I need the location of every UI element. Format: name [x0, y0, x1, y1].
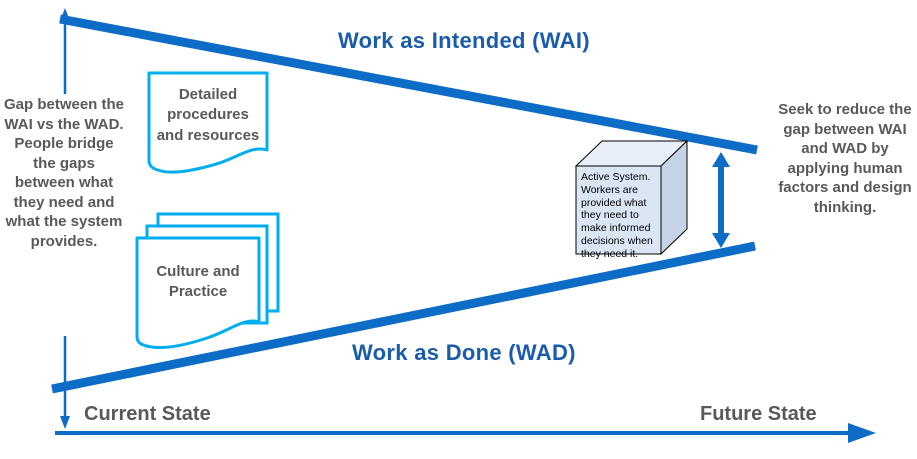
- wai-title: Work as Intended (WAI): [338, 28, 590, 53]
- document-icon-detailed-procedures: [147, 71, 269, 174]
- culture-practice-label: Culture and Practice: [156, 263, 240, 301]
- current-state-label: Current State: [84, 403, 211, 425]
- active-system-cube-icon: [574, 139, 689, 256]
- future-state-label: Future State: [700, 403, 817, 425]
- left-gap-note: Gap between the WAI vs the WAD. People b…: [3, 96, 125, 250]
- wad-title: Work as Done (WAD): [352, 340, 576, 365]
- active-system-cube-text: Active System. Workers are provided what…: [581, 171, 653, 260]
- left-gap-arrow: [60, 8, 70, 429]
- detailed-procedures-label: Detailed procedures and resources: [156, 86, 260, 144]
- document-stack-icon-culture-practice: [135, 212, 280, 350]
- right-reduce-gap-note: Seek to reduce the gap between WAI and W…: [778, 101, 912, 216]
- wai-line: [59, 14, 758, 155]
- timeline-axis: [55, 423, 876, 443]
- right-gap-arrow: [712, 152, 730, 248]
- wad-line: [51, 241, 756, 394]
